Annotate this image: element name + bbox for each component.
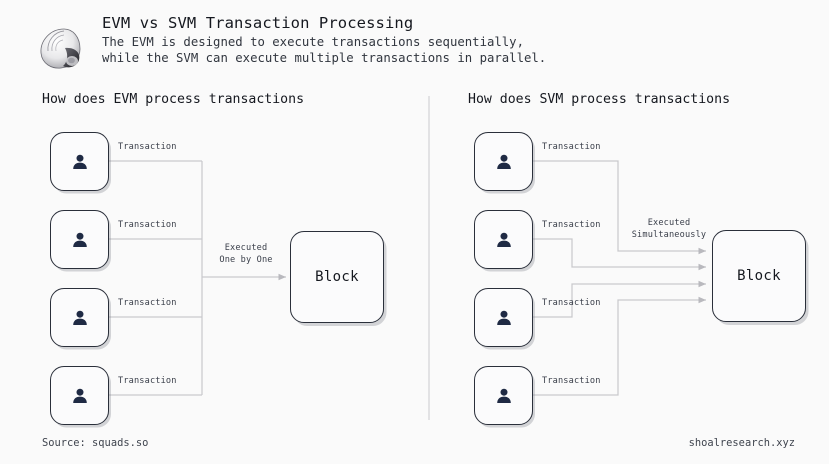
person-icon	[72, 232, 87, 247]
evm-edge-label-2: Transaction	[118, 220, 177, 230]
evm-block-node[interactable]: Block	[290, 231, 384, 323]
evm-flow-label-line-2: One by One	[219, 254, 273, 265]
evm-transaction-node-2[interactable]	[50, 210, 109, 269]
svm-flow-label-line-1: Executed	[647, 218, 691, 228]
person-icon	[72, 388, 87, 403]
svm-edge-label-4: Transaction	[542, 376, 601, 386]
person-icon	[496, 388, 511, 403]
svm-flow-label-line-2: Simultaneously	[631, 229, 707, 240]
page-title: EVM vs SVM Transaction Processing	[102, 14, 414, 32]
svm-transaction-node-4[interactable]	[474, 366, 533, 425]
svm-edge-label-3: Transaction	[542, 298, 601, 308]
evm-transaction-node-4[interactable]	[50, 366, 109, 425]
snail-shell-logo-icon	[40, 28, 81, 69]
svm-transaction-node-2[interactable]	[474, 210, 533, 269]
svm-edge-label-2: Transaction	[542, 220, 601, 230]
person-icon	[496, 154, 511, 169]
evm-flow-label: Executed One by One	[211, 243, 281, 266]
header: EVM vs SVM Transaction Processing The EV…	[34, 14, 794, 82]
subtitle-line-1: The EVM is designed to execute transacti…	[102, 35, 524, 49]
footer-site[interactable]: shoalresearch.xyz	[688, 437, 795, 449]
svm-panel-heading: How does SVM process transactions	[468, 92, 731, 107]
evm-transaction-node-3[interactable]	[50, 288, 109, 347]
subtitle-line-2: while the SVM can execute multiple trans…	[102, 50, 547, 65]
footer-source: Source: squads.so	[42, 437, 149, 449]
svm-transaction-node-1[interactable]	[474, 132, 533, 191]
svm-transaction-node-3[interactable]	[474, 288, 533, 347]
svm-edge-label-1: Transaction	[542, 142, 601, 152]
evm-panel-heading: How does EVM process transactions	[42, 92, 305, 107]
svm-block-label: Block	[737, 268, 781, 284]
title-block: EVM vs SVM Transaction Processing The EV…	[102, 14, 546, 66]
svm-block-node[interactable]: Block	[712, 230, 806, 322]
person-icon	[496, 232, 511, 247]
panel-divider	[428, 96, 430, 420]
evm-edge-label-4: Transaction	[118, 376, 177, 386]
evm-block-label: Block	[315, 269, 359, 285]
person-icon	[72, 310, 87, 325]
evm-edge-label-3: Transaction	[118, 298, 177, 308]
svm-flow-label: Executed Simultaneously	[627, 218, 711, 241]
evm-edge-label-1: Transaction	[118, 142, 177, 152]
evm-transaction-node-1[interactable]	[50, 132, 109, 191]
person-icon	[496, 310, 511, 325]
person-icon	[72, 154, 87, 169]
evm-flow-label-line-1: Executed	[224, 243, 268, 253]
